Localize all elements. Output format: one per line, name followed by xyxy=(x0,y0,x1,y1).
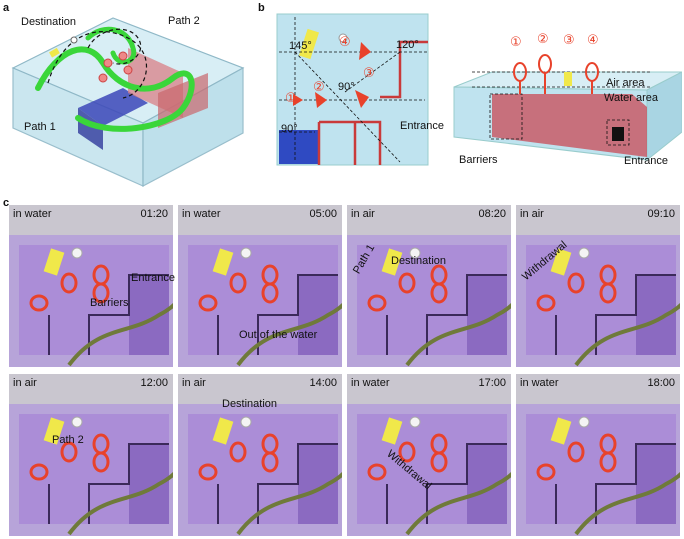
label-entrance-top: Entrance xyxy=(400,120,445,132)
angle-120: 120° xyxy=(396,39,419,51)
tank-photo xyxy=(516,205,680,367)
tank-photo xyxy=(347,205,511,367)
photo-frame: in water 17:00 xyxy=(347,374,511,536)
label-path1-a: Path 1 xyxy=(24,121,56,133)
angle-90-bottom: 90° xyxy=(281,123,298,135)
marker-3-top: ③ xyxy=(363,65,375,80)
photo-frame: in water 01:20 xyxy=(9,205,173,367)
anno-destination-1: Destination xyxy=(391,255,447,267)
photo-frame: in air 14:00 xyxy=(178,374,342,536)
label-path2-a: Path 2 xyxy=(168,15,200,27)
frame-time: 12:00 xyxy=(140,377,168,389)
marker-4-top: ④ xyxy=(339,34,351,49)
frame-time: 18:00 xyxy=(647,377,675,389)
frame-time: 09:10 xyxy=(647,208,675,220)
tank-photo xyxy=(178,374,342,536)
frame-medium: in water xyxy=(182,208,221,220)
photo-frame: in air 09:10 xyxy=(516,205,680,367)
marker-2-side: ② xyxy=(537,31,549,46)
marker-1-top: ① xyxy=(285,90,297,105)
frame-medium: in air xyxy=(351,208,375,220)
marker-4-side: ④ xyxy=(587,32,599,47)
frame-time: 14:00 xyxy=(309,377,337,389)
frame-medium: in air xyxy=(182,377,206,389)
anno-barriers: Barriers xyxy=(90,297,129,309)
frame-medium: in water xyxy=(520,377,559,389)
panel-a-label: a xyxy=(3,2,10,14)
anno-path-2: Path 2 xyxy=(52,434,84,446)
photo-frame: in water 18:00 xyxy=(516,374,680,536)
frame-time: 05:00 xyxy=(309,208,337,220)
frame-medium: in water xyxy=(351,377,390,389)
tank-photo xyxy=(347,374,511,536)
panel-b-topview xyxy=(276,13,429,166)
frame-medium: in air xyxy=(13,377,37,389)
tank-photo xyxy=(9,205,173,367)
panel-a-illustration xyxy=(11,17,245,187)
label-water-area: Water area xyxy=(604,92,659,104)
marker-1-side: ① xyxy=(510,34,522,49)
frame-time: 08:20 xyxy=(478,208,506,220)
frame-time: 17:00 xyxy=(478,377,506,389)
marker-3-side: ③ xyxy=(563,32,575,47)
angle-145: 145° xyxy=(289,40,312,52)
photo-frame: in air 12:00 xyxy=(9,374,173,536)
panel-c-label: c xyxy=(3,197,10,209)
label-entrance-side: Entrance xyxy=(624,155,669,167)
tank-photo xyxy=(516,374,680,536)
tank-photo xyxy=(9,374,173,536)
frame-medium: in air xyxy=(520,208,544,220)
frame-time: 01:20 xyxy=(140,208,168,220)
angle-90-center: 90° xyxy=(338,81,355,93)
marker-2-top: ② xyxy=(313,79,325,94)
label-barriers-side: Barriers xyxy=(459,154,498,166)
anno-entrance: Entrance xyxy=(131,272,176,284)
tank-photo xyxy=(178,205,342,367)
anno-out-of-water: Out of the water xyxy=(239,329,318,341)
photo-frame: in water 05:00 xyxy=(178,205,342,367)
panel-b-label: b xyxy=(258,2,265,14)
photo-frame: in air 08:20 xyxy=(347,205,511,367)
panel-b-sideview xyxy=(453,54,682,162)
label-destination-a: Destination xyxy=(21,16,77,28)
frame-medium: in water xyxy=(13,208,52,220)
label-air-area: Air area xyxy=(606,77,645,89)
anno-destination-2: Destination xyxy=(222,398,278,410)
